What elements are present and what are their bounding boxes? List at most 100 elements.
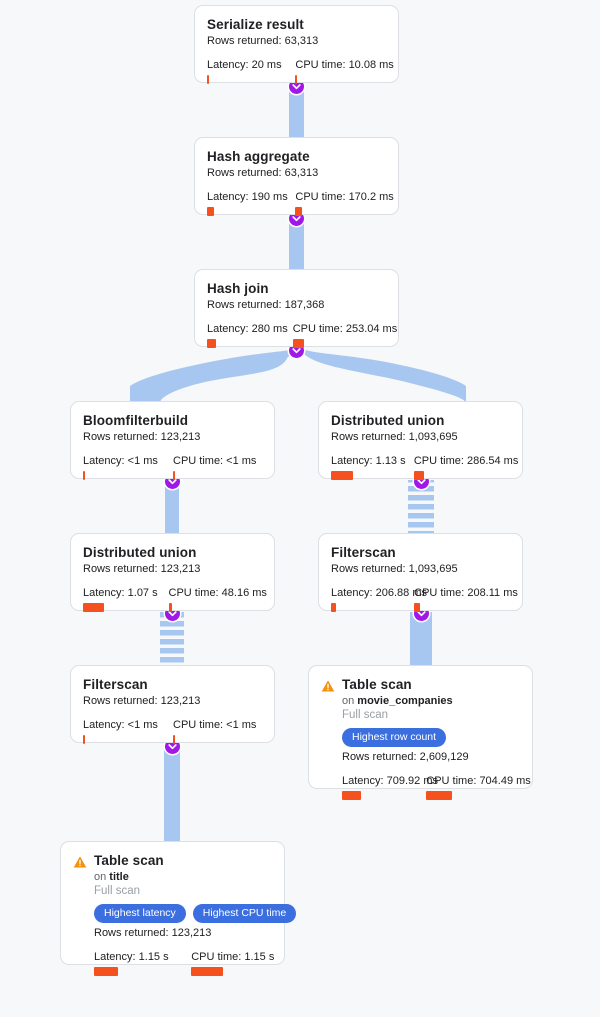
chevron-down-icon <box>292 84 301 90</box>
edge-bloomfilterbuild-to-union <box>165 480 179 533</box>
node-metrics: Latency: <1 ms CPU time: <1 ms <box>83 718 262 744</box>
node-rows-returned: Rows returned: 123,213 <box>94 927 212 939</box>
cpu-label: CPU time: 10.08 ms <box>295 59 394 71</box>
node-rows-returned: Rows returned: 2,609,129 <box>342 751 469 763</box>
edge-serialize-to-aggregate <box>289 85 304 138</box>
node-metrics: Latency: 206.88 ms CPU time: 208.11 ms <box>331 586 518 612</box>
edge-join-to-distributed-union <box>300 348 466 403</box>
node-metrics: Latency: 20 ms CPU time: 10.08 ms <box>207 58 394 84</box>
latency-metric: Latency: 206.88 ms <box>331 586 428 612</box>
node-title: Hash aggregate <box>207 149 310 164</box>
node-title: Distributed union <box>331 413 445 428</box>
node-metrics: Latency: 1.15 s CPU time: 1.15 s <box>94 950 274 976</box>
node-rows-returned: Rows returned: 187,368 <box>207 299 325 311</box>
latency-bar <box>94 967 118 976</box>
node-title: Table scan <box>94 853 164 868</box>
plan-node-distributed-union-right[interactable]: Distributed union Rows returned: 1,093,6… <box>318 401 523 480</box>
latency-bar <box>331 471 353 480</box>
node-rows-returned: Rows returned: 123,213 <box>83 563 201 575</box>
cpu-metric: CPU time: <1 ms <box>173 454 256 480</box>
cpu-label: CPU time: <1 ms <box>173 719 257 731</box>
latency-label: Latency: <1 ms <box>83 719 158 731</box>
node-body: on title Full scan Highest latency Highe… <box>73 870 297 976</box>
plan-node-filterscan-left[interactable]: Filterscan Rows returned: 123,213 Latenc… <box>70 665 275 744</box>
table-name: movie_companies <box>357 695 453 707</box>
node-metrics: Latency: 1.13 s CPU time: 286.54 ms <box>331 454 519 480</box>
latency-metric: Latency: <1 ms <box>83 718 173 744</box>
node-rows-returned: Rows returned: 63,313 <box>207 167 319 179</box>
plan-node-hash-aggregate[interactable]: Hash aggregate Rows returned: 63,313 Lat… <box>194 137 399 216</box>
latency-bar <box>83 603 104 612</box>
node-header: Bloomfilterbuild Rows returned: 123,213 <box>83 412 262 445</box>
latency-label: Latency: <1 ms <box>83 455 158 467</box>
cpu-bar <box>168 603 172 612</box>
warning-triangle-icon <box>321 680 335 692</box>
plan-node-bloomfilterbuild[interactable]: Bloomfilterbuild Rows returned: 123,213 … <box>70 401 275 480</box>
latency-label: Latency: 280 ms <box>207 323 288 335</box>
chevron-down-icon <box>168 744 177 750</box>
node-scan-type: Full scan <box>342 709 389 721</box>
chevron-down-icon <box>417 611 426 617</box>
cpu-bar <box>414 603 421 612</box>
latency-metric: Latency: 1.07 s <box>83 586 169 612</box>
cpu-bar <box>295 75 298 84</box>
node-title: Table scan <box>342 677 412 692</box>
plan-node-filterscan-right[interactable]: Filterscan Rows returned: 1,093,695 Late… <box>318 533 523 612</box>
plan-node-table-scan-movie-companies[interactable]: Table scan on movie_companies Full scan … <box>308 665 533 800</box>
cpu-label: CPU time: 170.2 ms <box>295 191 394 203</box>
latency-metric: Latency: 1.15 s <box>94 950 191 976</box>
node-title: Serialize result <box>207 17 304 32</box>
node-header: Hash aggregate Rows returned: 63,313 <box>207 148 386 181</box>
latency-metric: Latency: 709.92 ms <box>342 774 438 800</box>
cpu-label: CPU time: 208.11 ms <box>414 587 518 599</box>
node-header: Table scan <box>321 676 520 693</box>
cpu-label: CPU time: 286.54 ms <box>413 455 519 467</box>
latency-label: Latency: 190 ms <box>207 191 288 203</box>
plan-node-distributed-union-left[interactable]: Distributed union Rows returned: 123,213… <box>70 533 275 612</box>
cpu-metric: CPU time: 253.04 ms <box>292 322 397 348</box>
node-metrics: Latency: 190 ms CPU time: 170.2 ms <box>207 190 394 216</box>
node-rows-returned: Rows returned: 1,093,695 <box>331 431 458 443</box>
latency-metric: Latency: 190 ms <box>207 190 295 216</box>
plan-node-table-scan-title[interactable]: Table scan on title Full scan Highest la… <box>60 841 297 976</box>
node-badges: Highest latency Highest CPU time <box>94 904 297 923</box>
badge-highest-row-count[interactable]: Highest row count <box>342 728 447 747</box>
node-metrics: Latency: 1.07 s CPU time: 48.16 ms <box>83 586 267 612</box>
node-metrics: Latency: 280 ms CPU time: 253.04 ms <box>207 322 397 348</box>
cpu-metric: CPU time: 10.08 ms <box>295 58 394 84</box>
on-prefix: on <box>342 695 358 707</box>
cpu-metric: CPU time: <1 ms <box>173 718 256 744</box>
cpu-metric: CPU time: 704.49 ms <box>426 774 531 800</box>
latency-bar <box>342 791 361 800</box>
badge-highest-latency[interactable]: Highest latency <box>94 904 186 923</box>
chevron-down-icon <box>292 216 301 222</box>
cpu-metric: CPU time: 1.15 s <box>191 950 274 976</box>
node-header: Distributed union Rows returned: 123,213 <box>83 544 262 577</box>
cpu-bar <box>173 735 175 744</box>
cpu-metric: CPU time: 286.54 ms <box>413 454 519 480</box>
latency-metric: Latency: 20 ms <box>207 58 295 84</box>
plan-node-hash-join[interactable]: Hash join Rows returned: 187,368 Latency… <box>194 269 399 348</box>
latency-label: Latency: 20 ms <box>207 59 282 71</box>
edge-filterscan-to-tablescan-left <box>164 745 180 841</box>
cpu-label: CPU time: 48.16 ms <box>168 587 267 599</box>
latency-label: Latency: 1.13 s <box>331 455 406 467</box>
node-title: Filterscan <box>331 545 396 560</box>
latency-label: Latency: 1.15 s <box>94 951 169 963</box>
chevron-down-icon <box>168 611 177 617</box>
plan-node-serialize-result[interactable]: Serialize result Rows returned: 63,313 L… <box>194 5 399 84</box>
cpu-bar <box>426 791 453 800</box>
on-prefix: on <box>94 871 110 883</box>
latency-bar <box>207 75 209 84</box>
latency-label: Latency: 206.88 ms <box>331 587 428 599</box>
node-header: Serialize result Rows returned: 63,313 <box>207 16 386 49</box>
node-body: on movie_companies Full scan Highest row… <box>321 694 531 800</box>
cpu-label: CPU time: 704.49 ms <box>426 775 531 787</box>
cpu-bar <box>295 207 303 216</box>
node-metrics: Latency: 709.92 ms CPU time: 704.49 ms <box>342 774 531 800</box>
badge-highest-cpu-time[interactable]: Highest CPU time <box>192 904 297 923</box>
latency-bar <box>207 207 214 216</box>
latency-bar <box>83 735 85 744</box>
